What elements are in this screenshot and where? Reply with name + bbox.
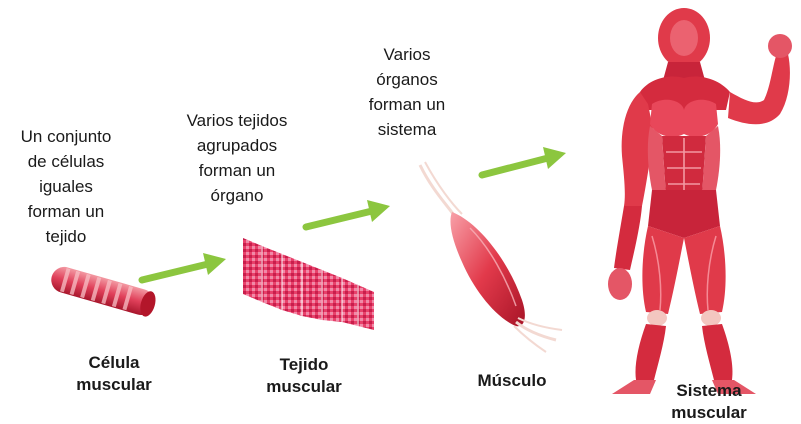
- muscle-cell-illustration: [48, 264, 158, 318]
- organ-description-line: Varios: [352, 42, 462, 67]
- cell-description-line: tejido: [4, 224, 128, 249]
- cell-description-line: de células: [4, 149, 128, 174]
- arrow-3: [482, 147, 566, 175]
- system-label-line: muscular: [654, 402, 764, 424]
- system-label-line: Sistema: [654, 380, 764, 402]
- cell-description-line: forman un: [4, 199, 128, 224]
- organ-description-line: sistema: [352, 117, 462, 142]
- organ-label: Músculo: [462, 370, 562, 392]
- arrow-2: [306, 200, 390, 227]
- cell-description-line: iguales: [4, 174, 128, 199]
- organ-label-line: Músculo: [462, 370, 562, 392]
- cell-label-line: Célula: [62, 352, 166, 374]
- cell-description: Un conjunto de células iguales forman un…: [4, 124, 128, 249]
- tissue-label-line: Tejido: [252, 354, 356, 376]
- tissue-label-line: muscular: [252, 376, 356, 398]
- tissue-description-line: forman un: [162, 158, 312, 183]
- arrow-1: [142, 253, 226, 280]
- muscle-tissue-illustration: [243, 238, 374, 330]
- system-label: Sistema muscular: [654, 380, 764, 424]
- muscle-organ-illustration: [420, 162, 562, 352]
- tissue-description-line: órgano: [162, 183, 312, 208]
- organ-description-line: forman un: [352, 92, 462, 117]
- cell-description-line: Un conjunto: [4, 124, 128, 149]
- cell-label: Célula muscular: [62, 352, 166, 396]
- tissue-description: Varios tejidos agrupados forman un órgan…: [162, 108, 312, 208]
- organ-description: Varios órganos forman un sistema: [352, 42, 462, 142]
- muscular-system-illustration: [608, 8, 792, 394]
- cell-label-line: muscular: [62, 374, 166, 396]
- tissue-description-line: agrupados: [162, 133, 312, 158]
- tissue-label: Tejido muscular: [252, 354, 356, 398]
- tissue-description-line: Varios tejidos: [162, 108, 312, 133]
- organ-description-line: órganos: [352, 67, 462, 92]
